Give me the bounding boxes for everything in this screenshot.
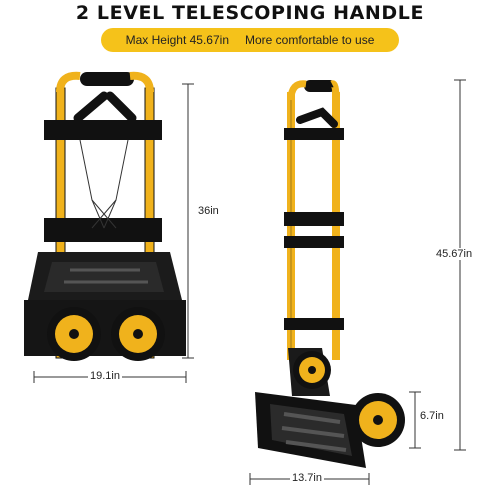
wheel-height-line xyxy=(409,391,421,449)
folded-width-label: 19.1in xyxy=(88,370,122,382)
comfort-text: More comfortable to use xyxy=(245,33,375,47)
extended-wheel-front xyxy=(351,393,405,447)
extended-height-line xyxy=(454,79,466,451)
wheel-height-label: 6.7in xyxy=(418,410,446,422)
folded-height-line xyxy=(182,83,194,359)
spec-banner: Max Height 45.67in More comfortable to u… xyxy=(101,28,399,52)
right-wheel xyxy=(111,307,165,361)
left-wheel xyxy=(47,307,101,361)
max-height-text: Max Height 45.67in xyxy=(125,33,229,47)
folded-height-label: 36in xyxy=(196,205,221,217)
base-width-label: 13.7in xyxy=(290,472,324,484)
extended-height-label: 45.67in xyxy=(434,248,475,260)
headline: 2 LEVEL TELESCOPING HANDLE xyxy=(75,2,425,24)
folded-hand-truck xyxy=(24,71,186,361)
extended-hand-truck xyxy=(255,80,405,468)
extended-wheel-rear xyxy=(293,351,331,389)
